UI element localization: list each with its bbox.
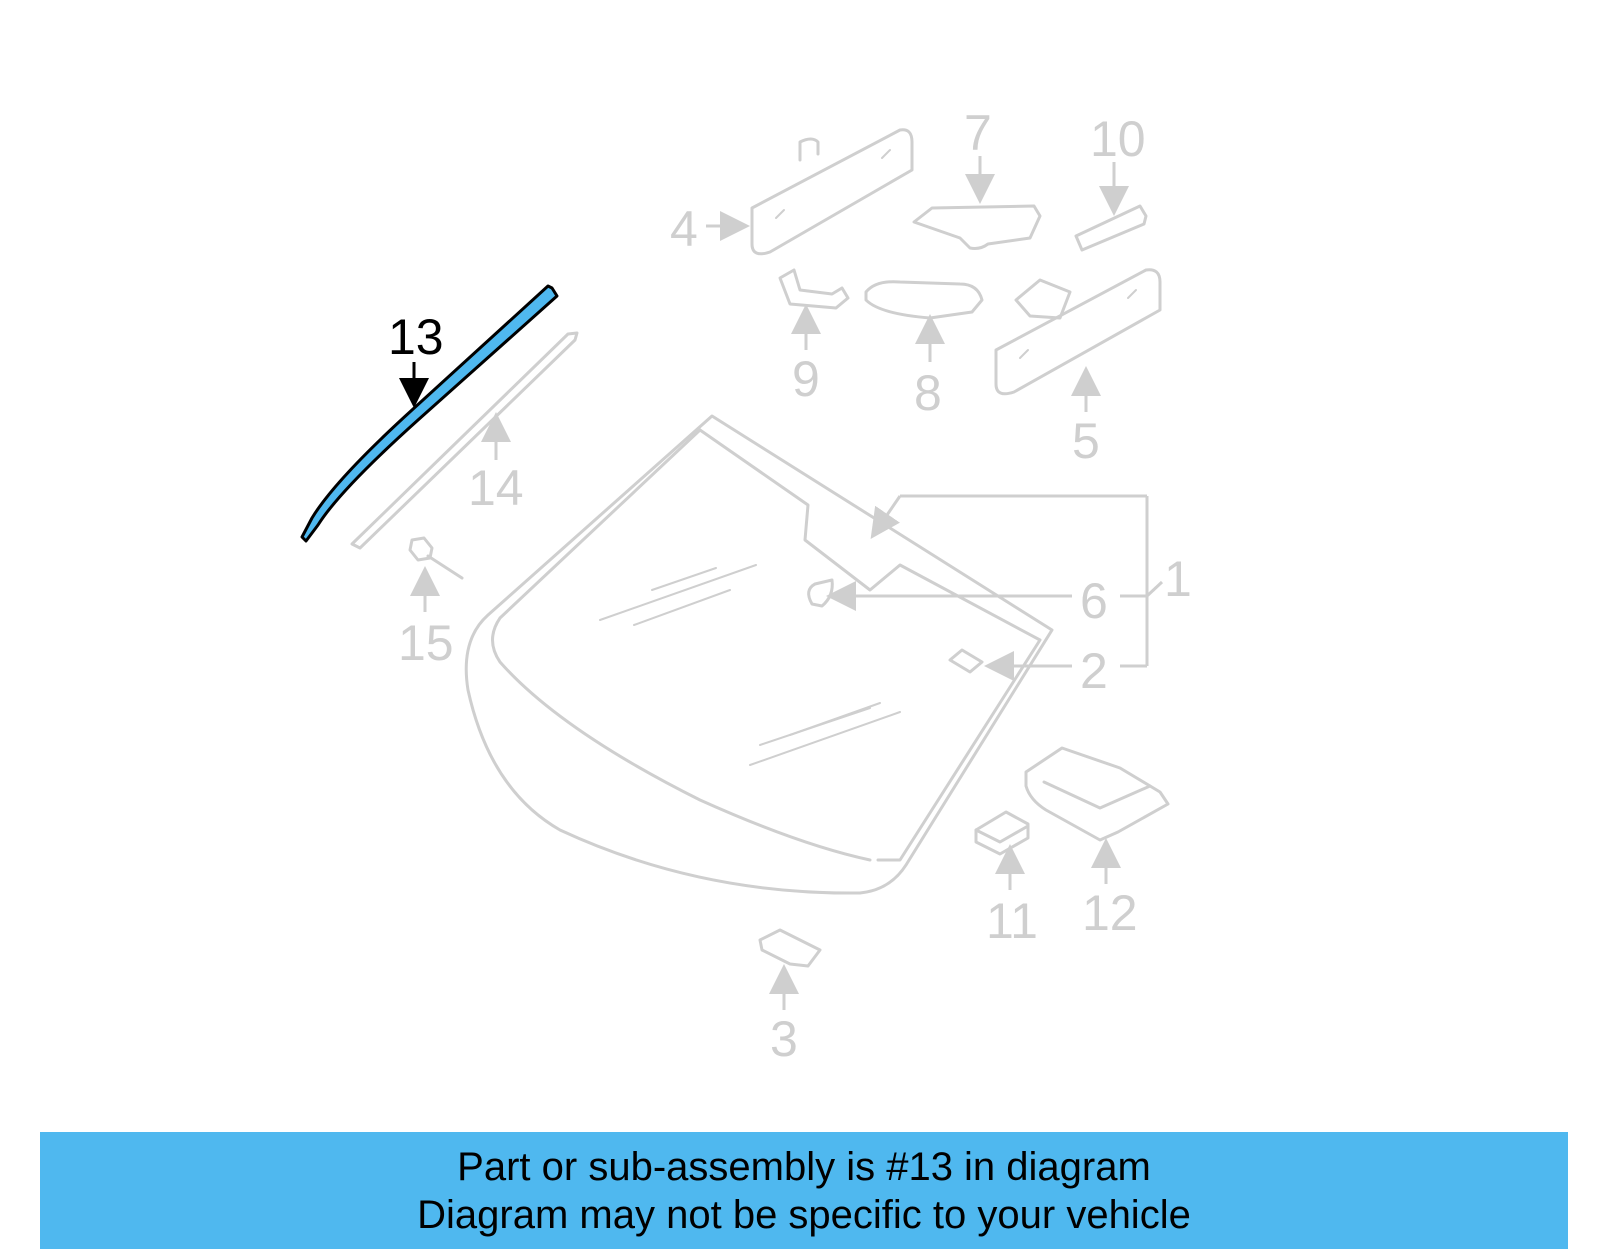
callout-11: 11 — [986, 844, 1038, 949]
callout-6: 6 — [826, 573, 1108, 629]
part-5-mirror — [994, 268, 1162, 396]
part-7-cover — [912, 204, 1042, 250]
callout-label-12: 12 — [1082, 885, 1138, 941]
info-banner: Part or sub-assembly is #13 in diagram D… — [40, 1132, 1568, 1249]
callout-13: 13 — [388, 309, 444, 408]
callout-label-10: 10 — [1090, 111, 1146, 167]
part-6-sensor-pad — [807, 578, 834, 608]
callout-label-13: 13 — [388, 309, 444, 365]
banner-line-part-number: Part or sub-assembly is #13 in diagram — [457, 1144, 1151, 1189]
callout-label-5: 5 — [1072, 413, 1100, 469]
callout-label-15: 15 — [398, 615, 454, 671]
part-1-windshield — [464, 414, 1054, 895]
part-9-bracket — [778, 268, 850, 310]
callout-15: 15 — [398, 566, 454, 671]
callout-4: 4 — [670, 201, 750, 257]
callout-7: 7 — [964, 105, 995, 204]
callout-label-3: 3 — [770, 1011, 798, 1067]
part-15-clip — [408, 536, 464, 580]
part-13-molding[interactable] — [300, 284, 559, 543]
callout-label-7: 7 — [964, 105, 992, 161]
part-3-bracket — [758, 928, 822, 968]
callout-1-bracket: 1 — [870, 494, 1192, 668]
part-14-strip — [350, 331, 579, 550]
callout-2: 2 — [984, 643, 1108, 699]
part-4-mirror — [750, 128, 914, 256]
callout-3: 3 — [769, 964, 799, 1067]
callout-14: 14 — [468, 412, 524, 516]
callout-label-9: 9 — [792, 351, 820, 407]
part-12-module — [1024, 746, 1170, 842]
callout-label-2: 2 — [1080, 643, 1108, 699]
callout-12: 12 — [1082, 838, 1138, 941]
part-10-bracket — [1074, 204, 1148, 252]
banner-line-disclaimer: Diagram may not be specific to your vehi… — [417, 1192, 1191, 1237]
parts-diagram: 13 14 15 1 — [300, 105, 1192, 1067]
callout-5: 5 — [1071, 366, 1101, 469]
callout-10: 10 — [1090, 111, 1146, 216]
callout-8: 8 — [914, 314, 945, 421]
part-11-module — [974, 810, 1030, 856]
part-2-label — [948, 648, 984, 674]
callout-label-4: 4 — [670, 201, 698, 257]
callout-label-1: 1 — [1164, 551, 1192, 607]
callout-label-11: 11 — [986, 893, 1038, 949]
callout-label-6: 6 — [1080, 573, 1108, 629]
callout-label-14: 14 — [468, 460, 524, 516]
callout-label-8: 8 — [914, 365, 942, 421]
part-8-cover — [864, 280, 984, 320]
callout-9: 9 — [791, 304, 821, 407]
